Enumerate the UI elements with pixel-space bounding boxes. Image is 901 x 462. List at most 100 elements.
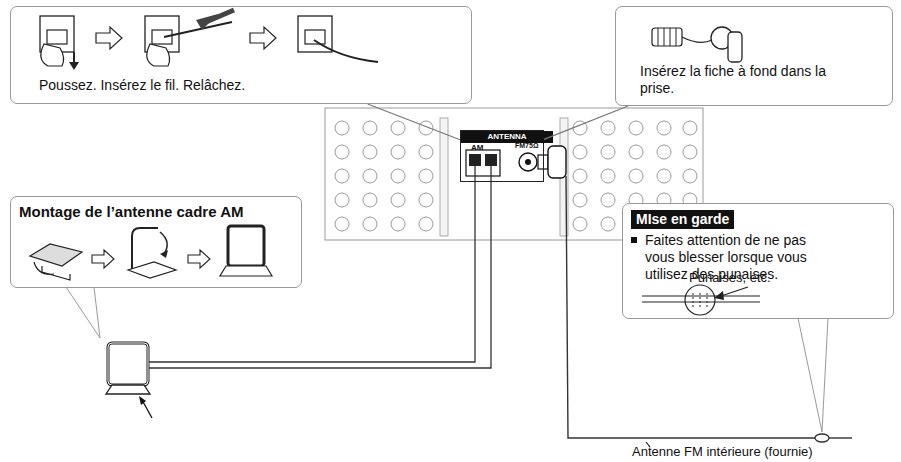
bullet — [631, 237, 637, 243]
fm-jack-pin — [525, 159, 531, 165]
pointer-arrow — [718, 287, 748, 297]
finger — [41, 44, 64, 66]
terminal-label: FM75Ω — [515, 142, 539, 150]
rca-jack — [657, 145, 671, 159]
fm-plug — [548, 146, 566, 178]
loop-assembly-step — [220, 226, 272, 276]
rca-jack — [419, 169, 433, 183]
caution-heading: MIse en garde — [631, 210, 734, 229]
rca-jack — [419, 121, 433, 135]
rca-jack — [573, 145, 587, 159]
terminal-step-push — [40, 16, 79, 70]
terminal-label: AM — [471, 143, 483, 153]
terminal-sketch — [40, 16, 74, 52]
rca-jack — [363, 193, 377, 207]
loop-assembly-step — [128, 228, 176, 278]
instruction-text: Insérez la fiche à fond dans la prise. — [640, 63, 830, 97]
rca-jack — [363, 217, 377, 231]
fm-jack — [519, 153, 537, 171]
rca-jack — [601, 193, 615, 207]
loop-base — [42, 266, 70, 280]
rca-jack — [573, 193, 587, 207]
rca-jack — [629, 169, 643, 183]
finger — [147, 44, 170, 66]
rca-jack — [573, 121, 587, 135]
plug-body — [728, 32, 742, 62]
pointer-arrowhead — [714, 291, 724, 300]
fm-plug-tip — [538, 155, 548, 169]
antenna-terminal-block: ANTENNAAMFM75Ω — [460, 130, 544, 182]
loop-frame — [228, 226, 264, 266]
loop-folded — [30, 244, 82, 266]
rca-jack — [573, 169, 587, 183]
rca-jack — [419, 145, 433, 159]
pushpin-circle — [685, 285, 715, 315]
rca-jack — [391, 169, 405, 183]
rca-jack — [363, 145, 377, 159]
rca-jack — [629, 121, 643, 135]
loop-opening — [132, 228, 158, 270]
am-loop-base — [106, 385, 150, 394]
push-arrowhead — [69, 62, 79, 70]
rca-jack — [335, 193, 349, 207]
rca-jack — [391, 193, 405, 207]
coil-hatching — [658, 28, 676, 46]
rca-jack — [601, 145, 615, 159]
insert-arrow — [196, 14, 218, 30]
rca-jack — [363, 121, 377, 135]
am-terminal — [469, 154, 481, 166]
rca-jack — [683, 121, 697, 135]
rca-jack — [391, 217, 405, 231]
terminal-opening — [47, 30, 67, 44]
callout-heading: Montage de l’antenne cadre AM — [19, 203, 295, 221]
step-arrow — [188, 250, 210, 268]
terminal-opening — [152, 30, 172, 44]
terminal-step-insert — [145, 10, 234, 66]
pointer-arrowhead — [139, 396, 146, 405]
rca-jack — [657, 169, 671, 183]
step-arrow — [250, 27, 276, 49]
instruction-callout: Insérez la fiche à fond dans la prise. — [615, 6, 893, 106]
fm-plug-sketch — [652, 27, 742, 62]
rca-jack — [419, 193, 433, 207]
rca-jack — [657, 121, 671, 135]
rca-jack — [683, 169, 697, 183]
rca-jack — [601, 121, 615, 135]
instruction-callout: Poussez. Insérez le fil. Relâchez. — [10, 6, 472, 104]
terminal-sketch — [145, 16, 179, 52]
rotate-arrow — [160, 232, 167, 254]
part-name: Antenne FM intérieure (fournie) — [632, 444, 813, 460]
panel-divider — [440, 118, 448, 236]
step-arrow — [96, 27, 122, 49]
am-loop-antenna — [108, 343, 148, 385]
leader-line — [368, 104, 460, 140]
rca-jack — [335, 121, 349, 135]
push-arrow — [73, 52, 75, 64]
pushpin — [693, 293, 707, 308]
cable — [682, 37, 712, 42]
rca-jack — [391, 121, 405, 135]
terminal-sketch — [298, 16, 332, 52]
step-arrow — [92, 250, 114, 268]
assembly-callout: Montage de l’antenne cadre AM — [10, 196, 302, 288]
loop-assembly-step — [30, 244, 82, 280]
rca-jack — [601, 169, 615, 183]
callout-tail — [66, 287, 100, 338]
caution-callout: MIse en gardeFaites attention de ne pas … — [622, 203, 894, 319]
rca-jack — [335, 169, 349, 183]
rca-jack — [573, 217, 587, 231]
rca-jack — [629, 145, 643, 159]
instruction-text: Poussez. Insérez le fil. Relâchez. — [39, 77, 459, 94]
part-name: Punaises, etc. — [689, 270, 771, 286]
loop-base — [220, 266, 272, 276]
coil — [652, 28, 682, 46]
terminal-opening — [305, 30, 325, 44]
am-terminal-block — [466, 150, 500, 176]
rca-jack — [335, 217, 349, 231]
leader-line — [544, 106, 628, 139]
rca-jack — [363, 169, 377, 183]
wire-sketch — [642, 296, 760, 302]
fm-antenna-joint — [815, 434, 829, 442]
insert-arrow-shaft — [206, 10, 234, 22]
rca-jack — [419, 217, 433, 231]
